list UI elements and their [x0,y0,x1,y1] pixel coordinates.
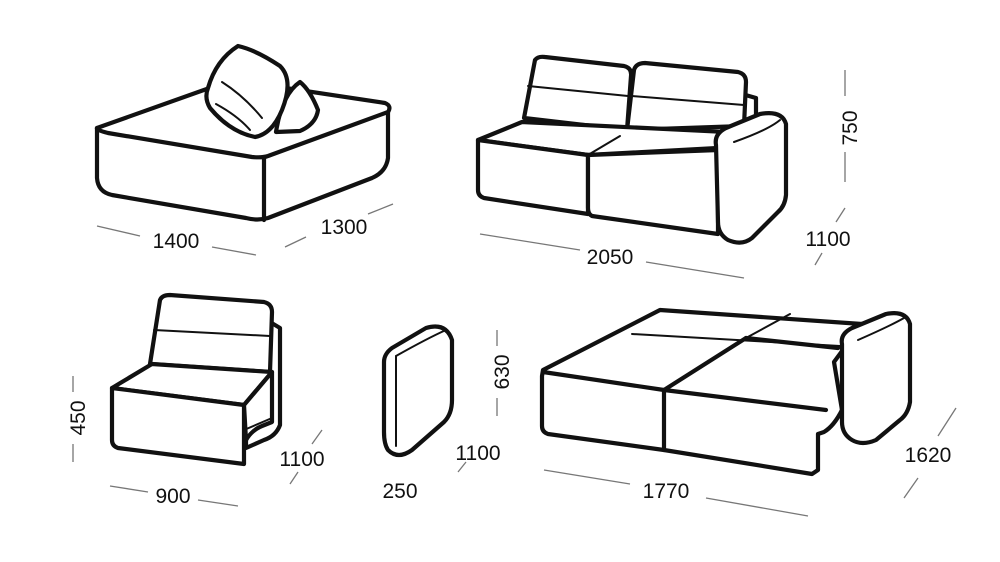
bed-width-label: 1770 [643,480,690,503]
chair-depth-label: 1100 [279,448,324,471]
chair-drawing [109,292,283,467]
chair-dimension-lines [72,376,323,507]
armrest-height-label: 630 [491,354,514,389]
armrest-depth-label: 1100 [455,442,500,465]
sofa-bed-dimension-lines [543,407,957,517]
sofa-depth-label: 1100 [805,228,850,251]
pouf-depth-label: 1300 [321,216,368,239]
sofa-bed-drawing [539,307,913,477]
bed-length-label: 1620 [905,444,952,467]
pouf-width-label: 1400 [153,230,200,253]
armrest-width-label: 250 [382,480,417,503]
chair-width-label: 900 [155,485,190,508]
armrest-drawing [381,324,455,458]
pouf-dimension-lines [96,203,394,256]
sofa-drawing [475,54,789,245]
sofa-width-label: 2050 [587,246,634,269]
sofa-height-label: 750 [839,110,862,145]
pouf-drawing [94,43,392,223]
chair-seat-height-label: 450 [67,400,90,435]
armrest-dimension-lines [457,330,498,473]
sofa-dimension-lines [479,70,846,279]
